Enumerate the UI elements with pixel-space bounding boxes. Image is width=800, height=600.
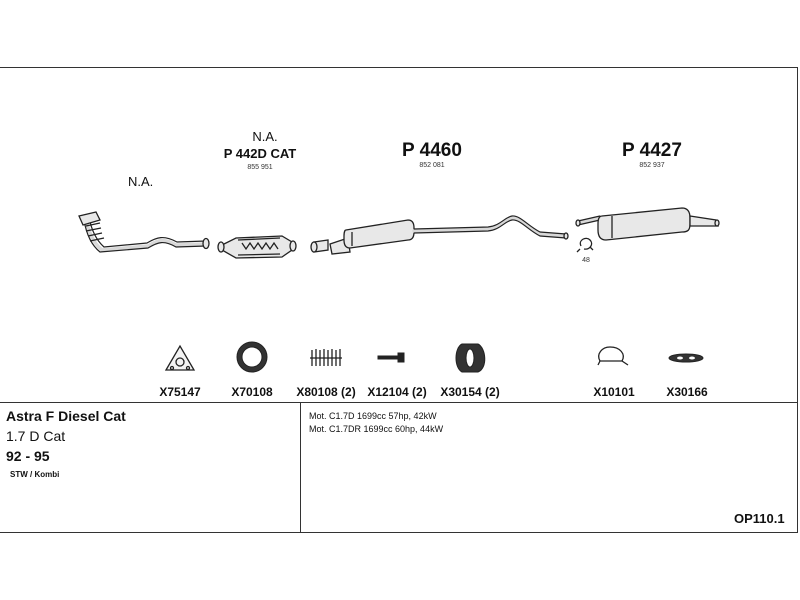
section-1-na-label: N.A. [128, 174, 154, 189]
bolt-icon [377, 352, 405, 363]
section-4-oem-number: 852 937 [639, 162, 665, 169]
exhaust-system-drawing [78, 207, 720, 373]
vehicle-engine: 1.7 D Cat [6, 428, 66, 444]
rubber-hanger-icon [668, 353, 704, 363]
rubber-mount-icon [455, 343, 486, 373]
reference-code: OP110.1 [734, 511, 785, 526]
vehicle-years: 92 - 95 [6, 448, 50, 464]
accessory-code-6: X10101 [593, 385, 635, 399]
triangular-gasket-icon [164, 344, 196, 371]
catalytic-converter [217, 235, 297, 259]
accessory-code-7: X30166 [666, 385, 708, 399]
clamp-size-label: 48 [582, 257, 590, 264]
accessory-code-2: X70108 [231, 385, 273, 399]
section-4-part-code: P 4427 [622, 140, 682, 161]
table-column-divider [300, 402, 301, 533]
center-silencer [310, 215, 569, 255]
section-3-part-code: P 4460 [402, 140, 462, 161]
accessory-code-4: X12104 (2) [367, 385, 427, 399]
engine-spec-2: Mot. C1.7DR 1699cc 60hp, 44kW [309, 424, 444, 434]
accessory-code-5: X30154 (2) [440, 385, 500, 399]
rear-silencer [575, 207, 720, 241]
section-3-oem-number: 852 081 [419, 162, 445, 169]
accessory-code-1: X75147 [159, 385, 201, 399]
vehicle-model: Astra F Diesel Cat [6, 408, 126, 424]
table-divider [0, 402, 798, 403]
section-2-part-code: P 442D CAT [223, 146, 297, 161]
spring-icon [310, 349, 342, 366]
pipe-clamp-icon [597, 346, 629, 366]
section-2-oem-number: 855 951 [247, 164, 273, 171]
front-pipe [78, 211, 210, 253]
vehicle-body-type: STW / Kombi [10, 470, 60, 479]
exhaust-diagram-sheet: N.A. N.A. P 442D CAT 855 951 P 4460 852 … [0, 67, 798, 533]
section-2-na-label: N.A. [252, 129, 278, 144]
clamp-48 [576, 237, 594, 253]
ring-gasket-icon [236, 341, 268, 373]
engine-spec-1: Mot. C1.7D 1699cc 57hp, 42kW [309, 411, 437, 421]
accessory-code-3: X80108 (2) [296, 385, 356, 399]
